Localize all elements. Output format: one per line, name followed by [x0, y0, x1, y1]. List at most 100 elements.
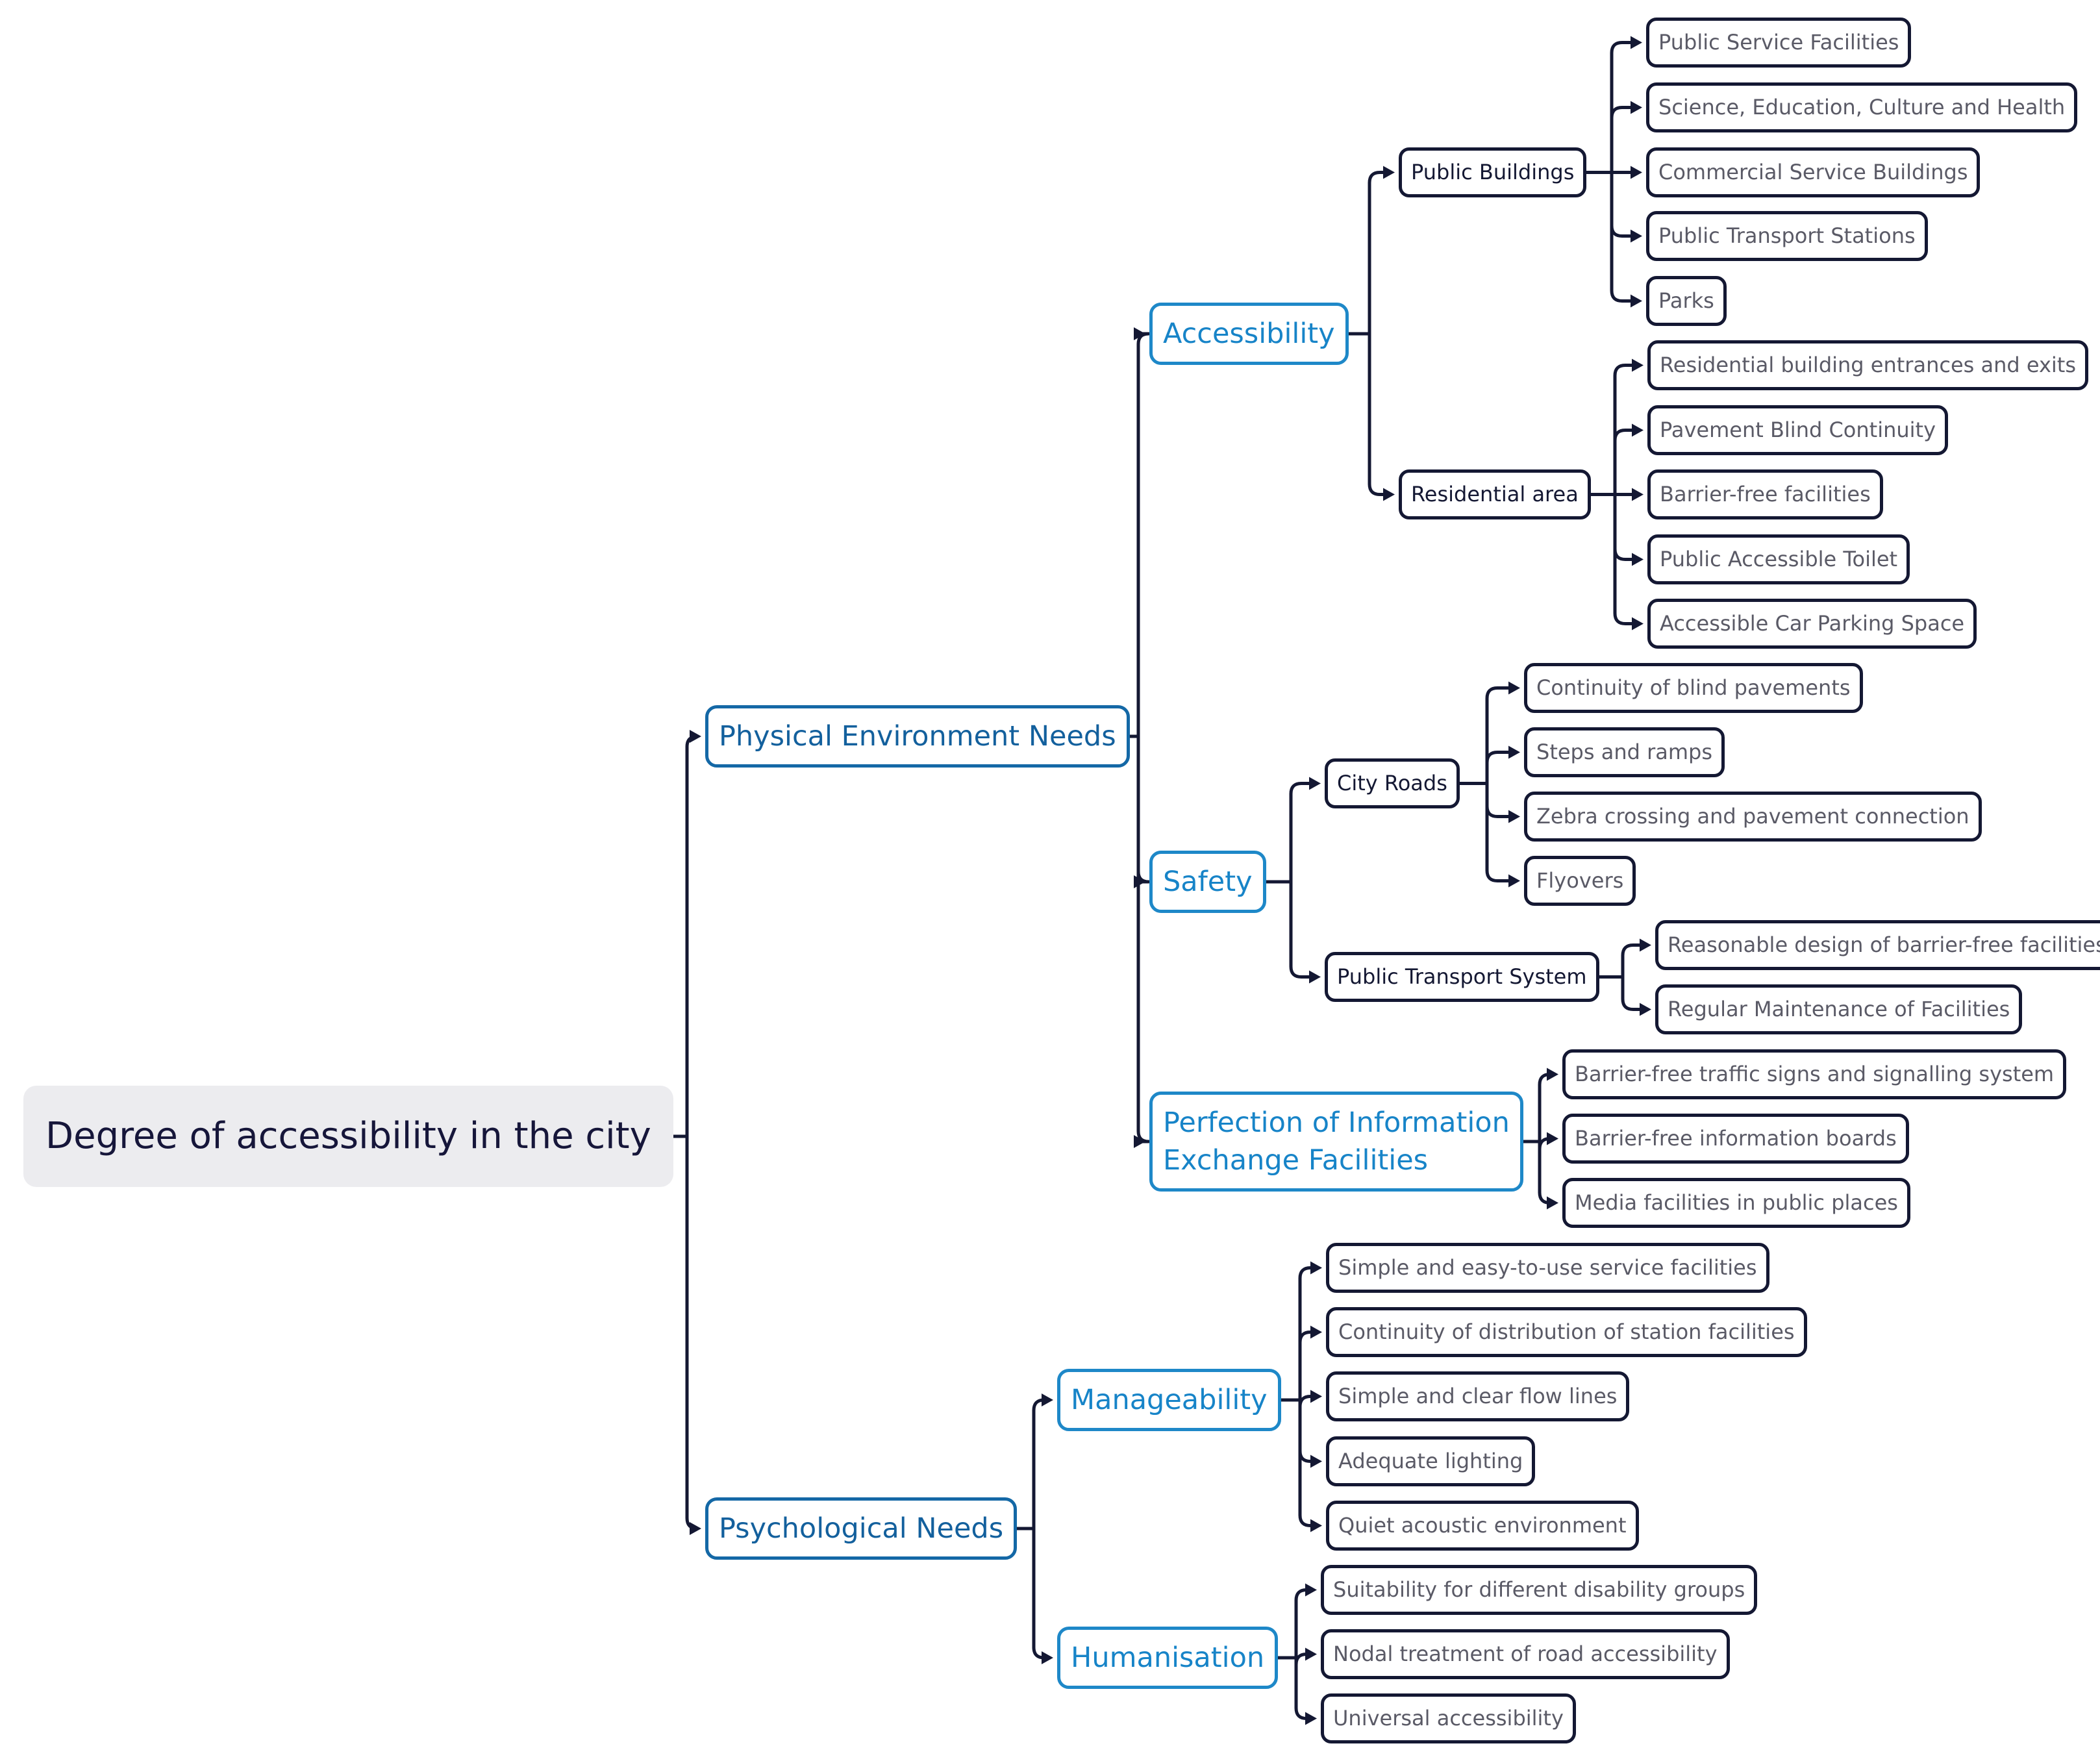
- connector-arrowhead: [1508, 874, 1520, 888]
- connector-arrowhead: [1632, 358, 1644, 372]
- leaf-adequate-lighting[interactable]: Adequate lighting: [1326, 1436, 1536, 1487]
- connector-line: [685, 1136, 699, 1530]
- leaf-residential-entrances-exits[interactable]: Residential building entrances and exits: [1647, 340, 2089, 391]
- connector-arrowhead: [1631, 36, 1642, 49]
- connector-line: [1032, 1398, 1046, 1529]
- connector-arrowhead: [1310, 1390, 1322, 1403]
- leaf-commercial-service-buildings[interactable]: Commercial Service Buildings: [1646, 147, 1981, 198]
- connector-arrowhead: [1632, 423, 1644, 437]
- leaf-continuity-blind-pavements[interactable]: Continuity of blind pavements: [1524, 663, 1863, 714]
- connector-line: [685, 734, 699, 1136]
- connector-line: [1538, 1142, 1552, 1205]
- leaf-science-education-culture-health[interactable]: Science, Education, Culture and Health: [1646, 82, 2078, 133]
- connector-arrowhead: [1383, 166, 1395, 179]
- connector-arrowhead: [1632, 488, 1644, 501]
- connector-line: [1613, 494, 1636, 625]
- connector-arrowhead: [1640, 1003, 1651, 1016]
- connector-line: [1610, 106, 1634, 173]
- leaf-accessible-car-parking[interactable]: Accessible Car Parking Space: [1647, 599, 1977, 649]
- leaf-disability-groups[interactable]: Suitability for different disability gro…: [1321, 1565, 1758, 1616]
- connector-arrowhead: [1134, 327, 1145, 340]
- connector-line: [1032, 1529, 1046, 1660]
- connector-arrowhead: [1547, 1068, 1558, 1081]
- leaf-parks[interactable]: Parks: [1646, 276, 1727, 327]
- connector-arrowhead: [1547, 1196, 1558, 1210]
- connector-arrowhead: [1042, 1651, 1053, 1664]
- leaf-steps-and-ramps[interactable]: Steps and ramps: [1524, 727, 1725, 778]
- root-topic[interactable]: Degree of accessibility in the city: [23, 1086, 673, 1187]
- connector-arrowhead: [1305, 1647, 1317, 1661]
- connector-line: [1368, 171, 1387, 334]
- connector-line: [1136, 736, 1151, 1143]
- connector-arrowhead: [1310, 1261, 1322, 1275]
- info-title-line-2: Exchange Facilities: [1163, 1144, 1429, 1177]
- connector-line: [1298, 1330, 1314, 1400]
- leaf-public-transport-stations[interactable]: Public Transport Stations: [1646, 211, 1928, 262]
- connector-line: [1485, 783, 1512, 882]
- topic-psychological-needs[interactable]: Psychological Needs: [705, 1497, 1018, 1560]
- connector-arrowhead: [1632, 617, 1644, 631]
- topic-manageability[interactable]: Manageability: [1057, 1369, 1281, 1432]
- connector-arrowhead: [1309, 970, 1321, 984]
- leaf-media-facilities[interactable]: Media facilities in public places: [1562, 1178, 1910, 1229]
- leaf-public-accessible-toilet[interactable]: Public Accessible Toilet: [1647, 534, 1910, 585]
- leaf-barrier-free-facilities[interactable]: Barrier-free facilities: [1647, 469, 1883, 520]
- connector-line: [1610, 172, 1634, 303]
- topic-humanisation[interactable]: Humanisation: [1057, 1627, 1279, 1690]
- connector-line: [1294, 1588, 1309, 1658]
- connector-line: [1610, 172, 1634, 238]
- connector-arrowhead: [1632, 553, 1644, 566]
- leaf-universal-accessibility[interactable]: Universal accessibility: [1321, 1693, 1576, 1744]
- topic-residential-area[interactable]: Residential area: [1399, 469, 1591, 520]
- leaf-nodal-treatment[interactable]: Nodal treatment of road accessibility: [1321, 1629, 1730, 1680]
- connector-line: [1613, 429, 1636, 495]
- topic-public-buildings[interactable]: Public Buildings: [1399, 147, 1587, 198]
- connector-arrowhead: [1310, 1325, 1322, 1339]
- connector-line: [1289, 882, 1313, 979]
- connector-arrowhead: [1309, 777, 1321, 790]
- connector-line: [1621, 943, 1644, 977]
- leaf-zebra-crossing[interactable]: Zebra crossing and pavement connection: [1524, 792, 1982, 842]
- connector-arrowhead: [1305, 1583, 1317, 1597]
- leaf-regular-maintenance[interactable]: Regular Maintenance of Facilities: [1655, 984, 2023, 1035]
- topic-accessibility[interactable]: Accessibility: [1149, 303, 1349, 366]
- leaf-quiet-acoustic[interactable]: Quiet acoustic environment: [1326, 1501, 1639, 1551]
- connector-line: [1298, 1400, 1314, 1463]
- topic-physical-environment-needs[interactable]: Physical Environment Needs: [705, 705, 1130, 768]
- leaf-traffic-signs-signalling[interactable]: Barrier-free traffic signs and signallin…: [1562, 1049, 2067, 1100]
- leaf-easy-service-facilities[interactable]: Simple and easy-to-use service facilitie…: [1326, 1243, 1769, 1293]
- leaf-flyovers[interactable]: Flyovers: [1524, 856, 1636, 906]
- leaf-station-distribution[interactable]: Continuity of distribution of station fa…: [1326, 1307, 1807, 1358]
- connector-line: [1485, 686, 1512, 784]
- leaf-clear-flow-lines[interactable]: Simple and clear flow lines: [1326, 1371, 1630, 1422]
- connector-arrowhead: [1631, 166, 1642, 179]
- connector-arrowhead: [1631, 294, 1642, 308]
- connector-arrowhead: [690, 1522, 701, 1535]
- connector-line: [1368, 334, 1387, 496]
- info-title-line-1: Perfection of Information: [1163, 1106, 1510, 1139]
- topic-information-exchange[interactable]: Perfection of Information Exchange Facil…: [1149, 1092, 1523, 1192]
- topic-city-roads[interactable]: City Roads: [1325, 758, 1460, 809]
- connector-arrowhead: [1508, 745, 1520, 759]
- leaf-reasonable-design-barrier-free[interactable]: Reasonable design of barrier-free facili…: [1655, 920, 2100, 971]
- connector-arrowhead: [1508, 810, 1520, 823]
- connector-arrowhead: [1310, 1519, 1322, 1532]
- connector-arrowhead: [1383, 488, 1395, 501]
- connector-arrowhead: [1508, 681, 1520, 695]
- connector-arrowhead: [1631, 101, 1642, 114]
- connector-line: [1136, 332, 1151, 736]
- connector-arrowhead: [1042, 1393, 1053, 1406]
- leaf-public-service-facilities[interactable]: Public Service Facilities: [1646, 18, 1912, 68]
- connector-arrowhead: [1134, 1135, 1145, 1148]
- topic-safety[interactable]: Safety: [1149, 851, 1266, 914]
- topic-public-transport-system[interactable]: Public Transport System: [1325, 952, 1599, 1003]
- connector-line: [1294, 1658, 1309, 1720]
- leaf-pavement-blind-continuity[interactable]: Pavement Blind Continuity: [1647, 405, 1949, 456]
- connector-line: [1538, 1073, 1552, 1142]
- connector-line: [1613, 494, 1636, 561]
- connector-line: [1289, 782, 1313, 882]
- connector-arrowhead: [1547, 1132, 1558, 1145]
- leaf-information-boards[interactable]: Barrier-free information boards: [1562, 1114, 1909, 1164]
- connector-line: [1610, 41, 1634, 173]
